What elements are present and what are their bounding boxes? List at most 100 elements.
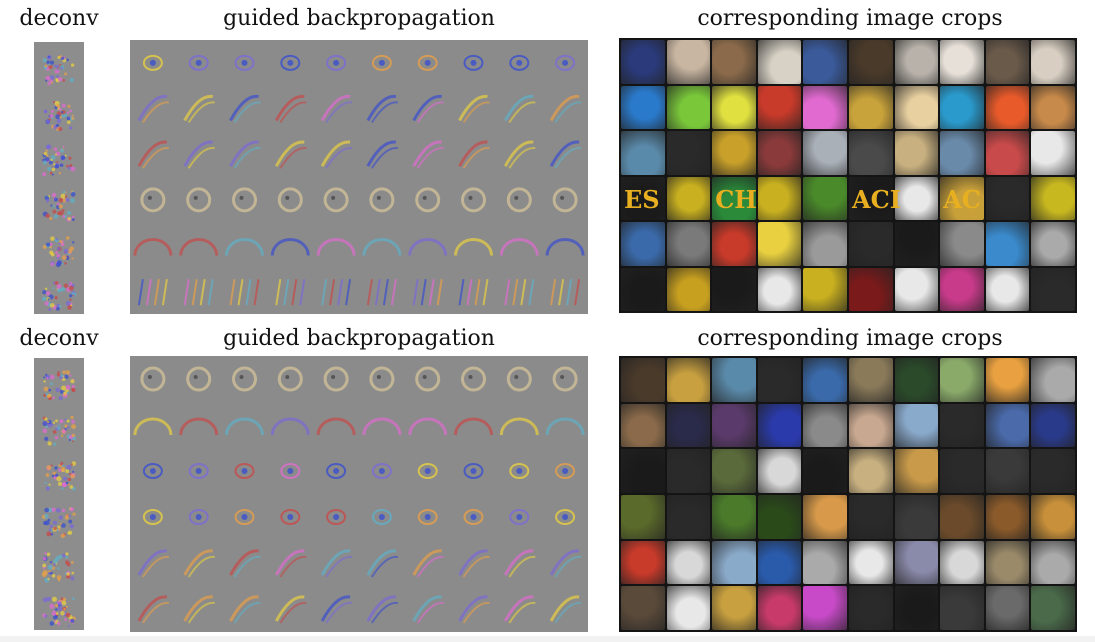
image-crop-tile bbox=[849, 40, 893, 84]
crop-text: AC bbox=[943, 184, 981, 214]
image-crop-tile bbox=[712, 85, 756, 129]
image-crop-tile bbox=[621, 40, 665, 84]
crop-text: CH bbox=[715, 184, 757, 214]
image-crop-tile bbox=[894, 176, 939, 220]
image-crop-tile bbox=[666, 586, 711, 630]
image-crop-tile bbox=[666, 85, 711, 129]
image-crop-tile bbox=[757, 176, 802, 220]
image-crop-tile bbox=[803, 403, 847, 448]
image-crop-tile bbox=[1031, 267, 1075, 311]
deconv-strip-top bbox=[34, 42, 84, 314]
deconv-label-top: deconv bbox=[19, 6, 99, 31]
image-crop-tile bbox=[712, 267, 756, 311]
image-crop-tile bbox=[849, 449, 893, 493]
image-crop-tile bbox=[666, 176, 711, 220]
image-crop-tile bbox=[985, 449, 1030, 493]
image-crop-tile bbox=[621, 85, 665, 129]
image-crop-tile bbox=[666, 131, 711, 175]
image-crop-tile bbox=[849, 267, 893, 311]
image-crop-tile bbox=[621, 540, 665, 585]
image-crop-tile bbox=[666, 40, 711, 84]
image-crop-tile bbox=[712, 540, 756, 585]
image-crop-tile bbox=[803, 358, 847, 402]
guided-backprop-label-top: guided backpropagation bbox=[223, 6, 495, 31]
image-crop-tile bbox=[757, 449, 802, 493]
image-crop-tile bbox=[894, 495, 939, 539]
image-crop-tile bbox=[803, 176, 847, 220]
image-crop-tile bbox=[757, 495, 802, 539]
guided-backprop-label-bottom: guided backpropagation bbox=[223, 326, 495, 351]
image-crop-tile bbox=[757, 403, 802, 448]
image-crop-tile bbox=[803, 495, 847, 539]
guided-backprop-visualization bbox=[133, 54, 585, 306]
image-crop-tile bbox=[621, 176, 665, 220]
image-crop-tile bbox=[1031, 131, 1075, 175]
image-crop-tile bbox=[757, 586, 802, 630]
image-crop-tile bbox=[803, 131, 847, 175]
image-crop-tile bbox=[985, 85, 1030, 129]
image-crop-tile bbox=[803, 540, 847, 585]
image-crop-tile bbox=[894, 85, 939, 129]
image-crop-tile bbox=[985, 267, 1030, 311]
image-crop-tile bbox=[621, 495, 665, 539]
image-crop-tile bbox=[849, 403, 893, 448]
image-crop-tile bbox=[849, 176, 893, 220]
image-crop-tile bbox=[712, 131, 756, 175]
image-crop-tile bbox=[666, 403, 711, 448]
image-crop-tile bbox=[985, 403, 1030, 448]
bottom-bar bbox=[0, 636, 1095, 642]
image-crop-tile bbox=[621, 267, 665, 311]
image-crop-tile bbox=[712, 40, 756, 84]
image-crop-tile bbox=[1031, 495, 1075, 539]
image-crops-grid-bottom bbox=[619, 356, 1077, 632]
image-crop-tile bbox=[621, 222, 665, 266]
deconv-strip-bottom bbox=[34, 358, 84, 630]
image-crop-tile bbox=[849, 85, 893, 129]
image-crop-tile bbox=[940, 449, 984, 493]
deconv-label-bottom: deconv bbox=[19, 326, 99, 351]
image-crop-tile bbox=[1031, 222, 1075, 266]
image-crop-tile bbox=[712, 358, 756, 402]
image-crop-tile bbox=[940, 131, 984, 175]
image-crop-tile bbox=[940, 267, 984, 311]
deconv-visualization bbox=[41, 370, 77, 628]
image-crop-tile bbox=[894, 586, 939, 630]
image-crop-tile bbox=[712, 449, 756, 493]
image-crop-tile bbox=[940, 176, 984, 220]
image-crop-tile bbox=[712, 222, 756, 266]
image-crop-tile bbox=[757, 267, 802, 311]
image-crop-tile bbox=[757, 131, 802, 175]
image-crop-tile bbox=[666, 267, 711, 311]
image-crop-tile bbox=[666, 495, 711, 539]
image-crop-tile bbox=[621, 586, 665, 630]
image-crop-tile bbox=[985, 40, 1030, 84]
image-crop-tile bbox=[666, 222, 711, 266]
image-crop-tile bbox=[849, 495, 893, 539]
crop-text: ACI bbox=[852, 184, 901, 214]
image-crop-tile bbox=[894, 131, 939, 175]
image-crop-tile bbox=[849, 358, 893, 402]
image-crop-tile bbox=[621, 403, 665, 448]
image-crop-tile bbox=[849, 586, 893, 630]
image-crop-tile bbox=[894, 358, 939, 402]
image-crop-tile bbox=[803, 586, 847, 630]
image-crop-tile bbox=[940, 85, 984, 129]
image-crop-tile bbox=[1031, 449, 1075, 493]
image-crop-tile bbox=[894, 540, 939, 585]
image-crop-tile bbox=[894, 403, 939, 448]
image-crop-tile bbox=[985, 540, 1030, 585]
image-crop-tile bbox=[621, 131, 665, 175]
image-crop-tile bbox=[940, 540, 984, 585]
image-crop-tile bbox=[894, 40, 939, 84]
image-crop-tile bbox=[803, 85, 847, 129]
guided-backprop-visualization bbox=[133, 366, 585, 624]
image-crop-tile bbox=[940, 222, 984, 266]
image-crop-tile bbox=[1031, 358, 1075, 402]
image-crop-tile bbox=[1031, 540, 1075, 585]
image-crop-tile bbox=[894, 222, 939, 266]
image-crop-tile bbox=[757, 358, 802, 402]
image-crop-tile bbox=[803, 449, 847, 493]
image-crop-tile bbox=[1031, 586, 1075, 630]
image-crop-tile bbox=[757, 40, 802, 84]
